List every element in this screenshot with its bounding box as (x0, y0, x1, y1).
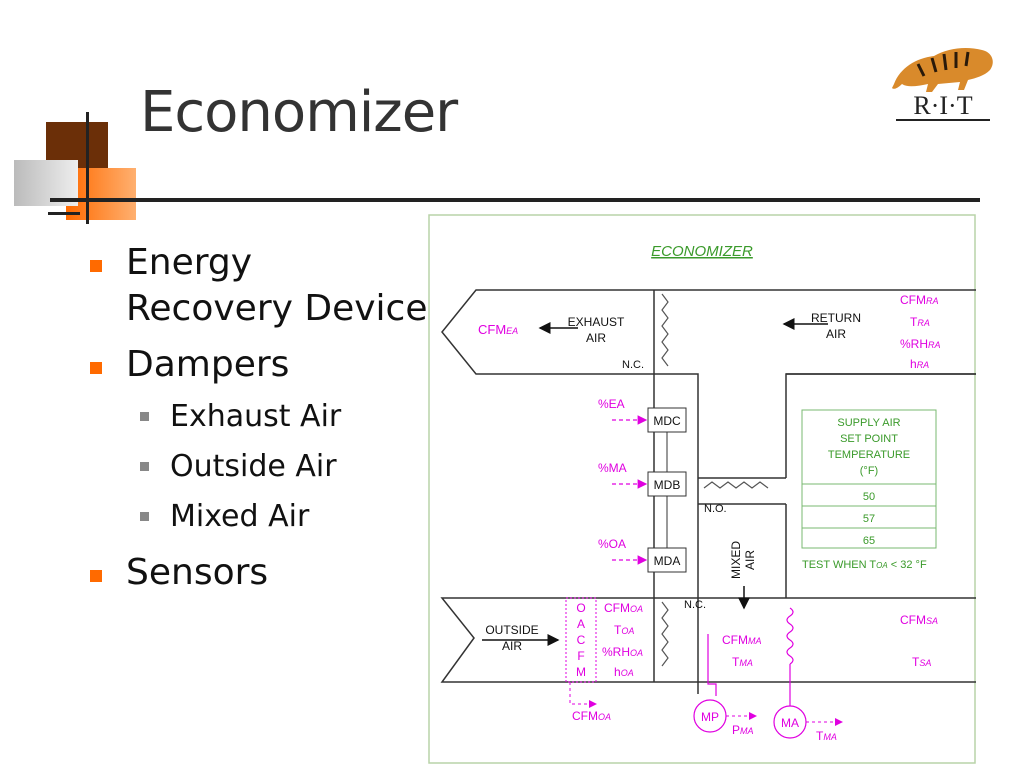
mixing-damper-icon (703, 481, 769, 489)
decor-short-line (48, 212, 80, 215)
damper-mda: %OA MDA (598, 537, 687, 573)
oa-cfm: CFMOA (604, 601, 643, 615)
exhaust-damper-icon (661, 293, 669, 367)
sub-bullet-exhaust-air: Exhaust Air (88, 392, 428, 442)
diagram-title: ECONOMIZER (651, 243, 753, 260)
sa-cfm: CFMSA (900, 613, 938, 627)
title-rule (50, 198, 980, 202)
return-h: hRA (910, 357, 929, 371)
sub-bullet-text: Mixed Air (170, 499, 310, 534)
bullet-text: Energy Recovery Device (126, 242, 428, 329)
sub-bullet-square-icon (140, 512, 149, 521)
return-label-1: RETURN (811, 311, 861, 325)
damper-name: MDB (654, 478, 681, 492)
setpoint-header-3: TEMPERATURE (828, 449, 910, 461)
damper-signal: %MA (598, 461, 627, 475)
sub-bullet-square-icon (140, 462, 149, 471)
bullet-square-icon (90, 362, 102, 374)
exhaust-label-2: AIR (586, 331, 606, 345)
oacfm-letter: O (576, 601, 585, 615)
ma-output: TMA (816, 729, 837, 743)
bullet-square-icon (90, 260, 102, 272)
no-label: N.O. (704, 503, 727, 515)
oacfm-letter: A (577, 617, 585, 631)
damper-name: MDA (654, 554, 681, 568)
return-rh: %RHRA (900, 337, 941, 351)
sub-bullet-square-icon (140, 412, 149, 421)
test-condition: TEST WHEN TOA < 32 °F (802, 559, 927, 571)
mp-output: PMA (732, 723, 754, 737)
economizer-diagram: ECONOMIZER EXHAUST AIR CFMEA N.C. RETURN… (428, 214, 976, 764)
rit-logo: R·I·T (892, 48, 993, 121)
setpoint-row: 65 (863, 535, 875, 547)
setpoint-row: 57 (863, 513, 875, 525)
bullet-text: Sensors (126, 552, 269, 593)
mixed-label-1: MIXED (729, 541, 743, 579)
outside-damper-icon (661, 601, 669, 667)
temperature-coil-icon (786, 607, 794, 665)
oa-cfm-out: CFMOA (572, 709, 611, 723)
outside-label-1: OUTSIDE (485, 623, 538, 637)
ma-cfm: CFMMA (722, 633, 762, 647)
bullet-dampers: Dampers (88, 342, 428, 388)
tiger-icon (892, 48, 993, 92)
bullet-list: Energy Recovery Device Dampers Exhaust A… (88, 240, 428, 606)
sub-bullet-text: Outside Air (170, 449, 337, 484)
sub-bullet-mixed-air: Mixed Air (88, 492, 428, 542)
damper-name: MDC (653, 414, 681, 428)
setpoint-row: 50 (863, 491, 875, 503)
oa-rh: %RHOA (602, 645, 643, 659)
damper-mdc: %EA MDC (598, 397, 687, 433)
outside-label-2: AIR (502, 639, 522, 653)
decor-vertical-line (86, 112, 89, 224)
return-t: TRA (910, 315, 930, 329)
exhaust-nc: N.C. (622, 359, 644, 371)
bullet-energy-recovery: Energy Recovery Device (88, 240, 428, 332)
setpoint-header-1: SUPPLY AIR (837, 417, 900, 429)
sub-bullet-outside-air: Outside Air (88, 442, 428, 492)
damper-signal: %OA (598, 537, 626, 551)
supply-plenum (785, 373, 976, 598)
nc2-label: N.C. (684, 599, 706, 611)
mp-name: MP (701, 710, 719, 724)
return-cfm: CFMRA (900, 293, 939, 307)
setpoint-header-4: (°F) (860, 465, 878, 477)
setpoint-header-2: SET POINT (840, 433, 898, 445)
oa-h: hOA (614, 665, 634, 679)
rit-logo-text: R·I·T (913, 91, 972, 120)
outside-duct (440, 597, 976, 683)
ma-t: TMA (732, 655, 753, 669)
sa-t: TSA (912, 655, 931, 669)
supply-setpoint-table: SUPPLY AIR SET POINT TEMPERATURE (°F) 50… (801, 409, 937, 549)
sub-bullet-text: Exhaust Air (170, 399, 342, 434)
exhaust-label-1: EXHAUST (568, 315, 625, 329)
bullet-square-icon (90, 570, 102, 582)
oa-t: TOA (614, 623, 634, 637)
mixed-label-2: AIR (743, 550, 757, 570)
ma-name: MA (781, 716, 799, 730)
oacfm-letter: F (577, 649, 584, 663)
oacfm-sensor (565, 597, 597, 683)
bullet-sensors: Sensors (88, 550, 428, 596)
return-label-2: AIR (826, 327, 846, 341)
bullet-text: Dampers (126, 344, 290, 385)
exhaust-cfm: CFMEA (478, 322, 518, 337)
damper-signal: %EA (598, 397, 625, 411)
slide-title: Economizer (140, 80, 458, 145)
oacfm-letter: M (576, 665, 586, 679)
oacfm-letter: C (577, 633, 586, 647)
